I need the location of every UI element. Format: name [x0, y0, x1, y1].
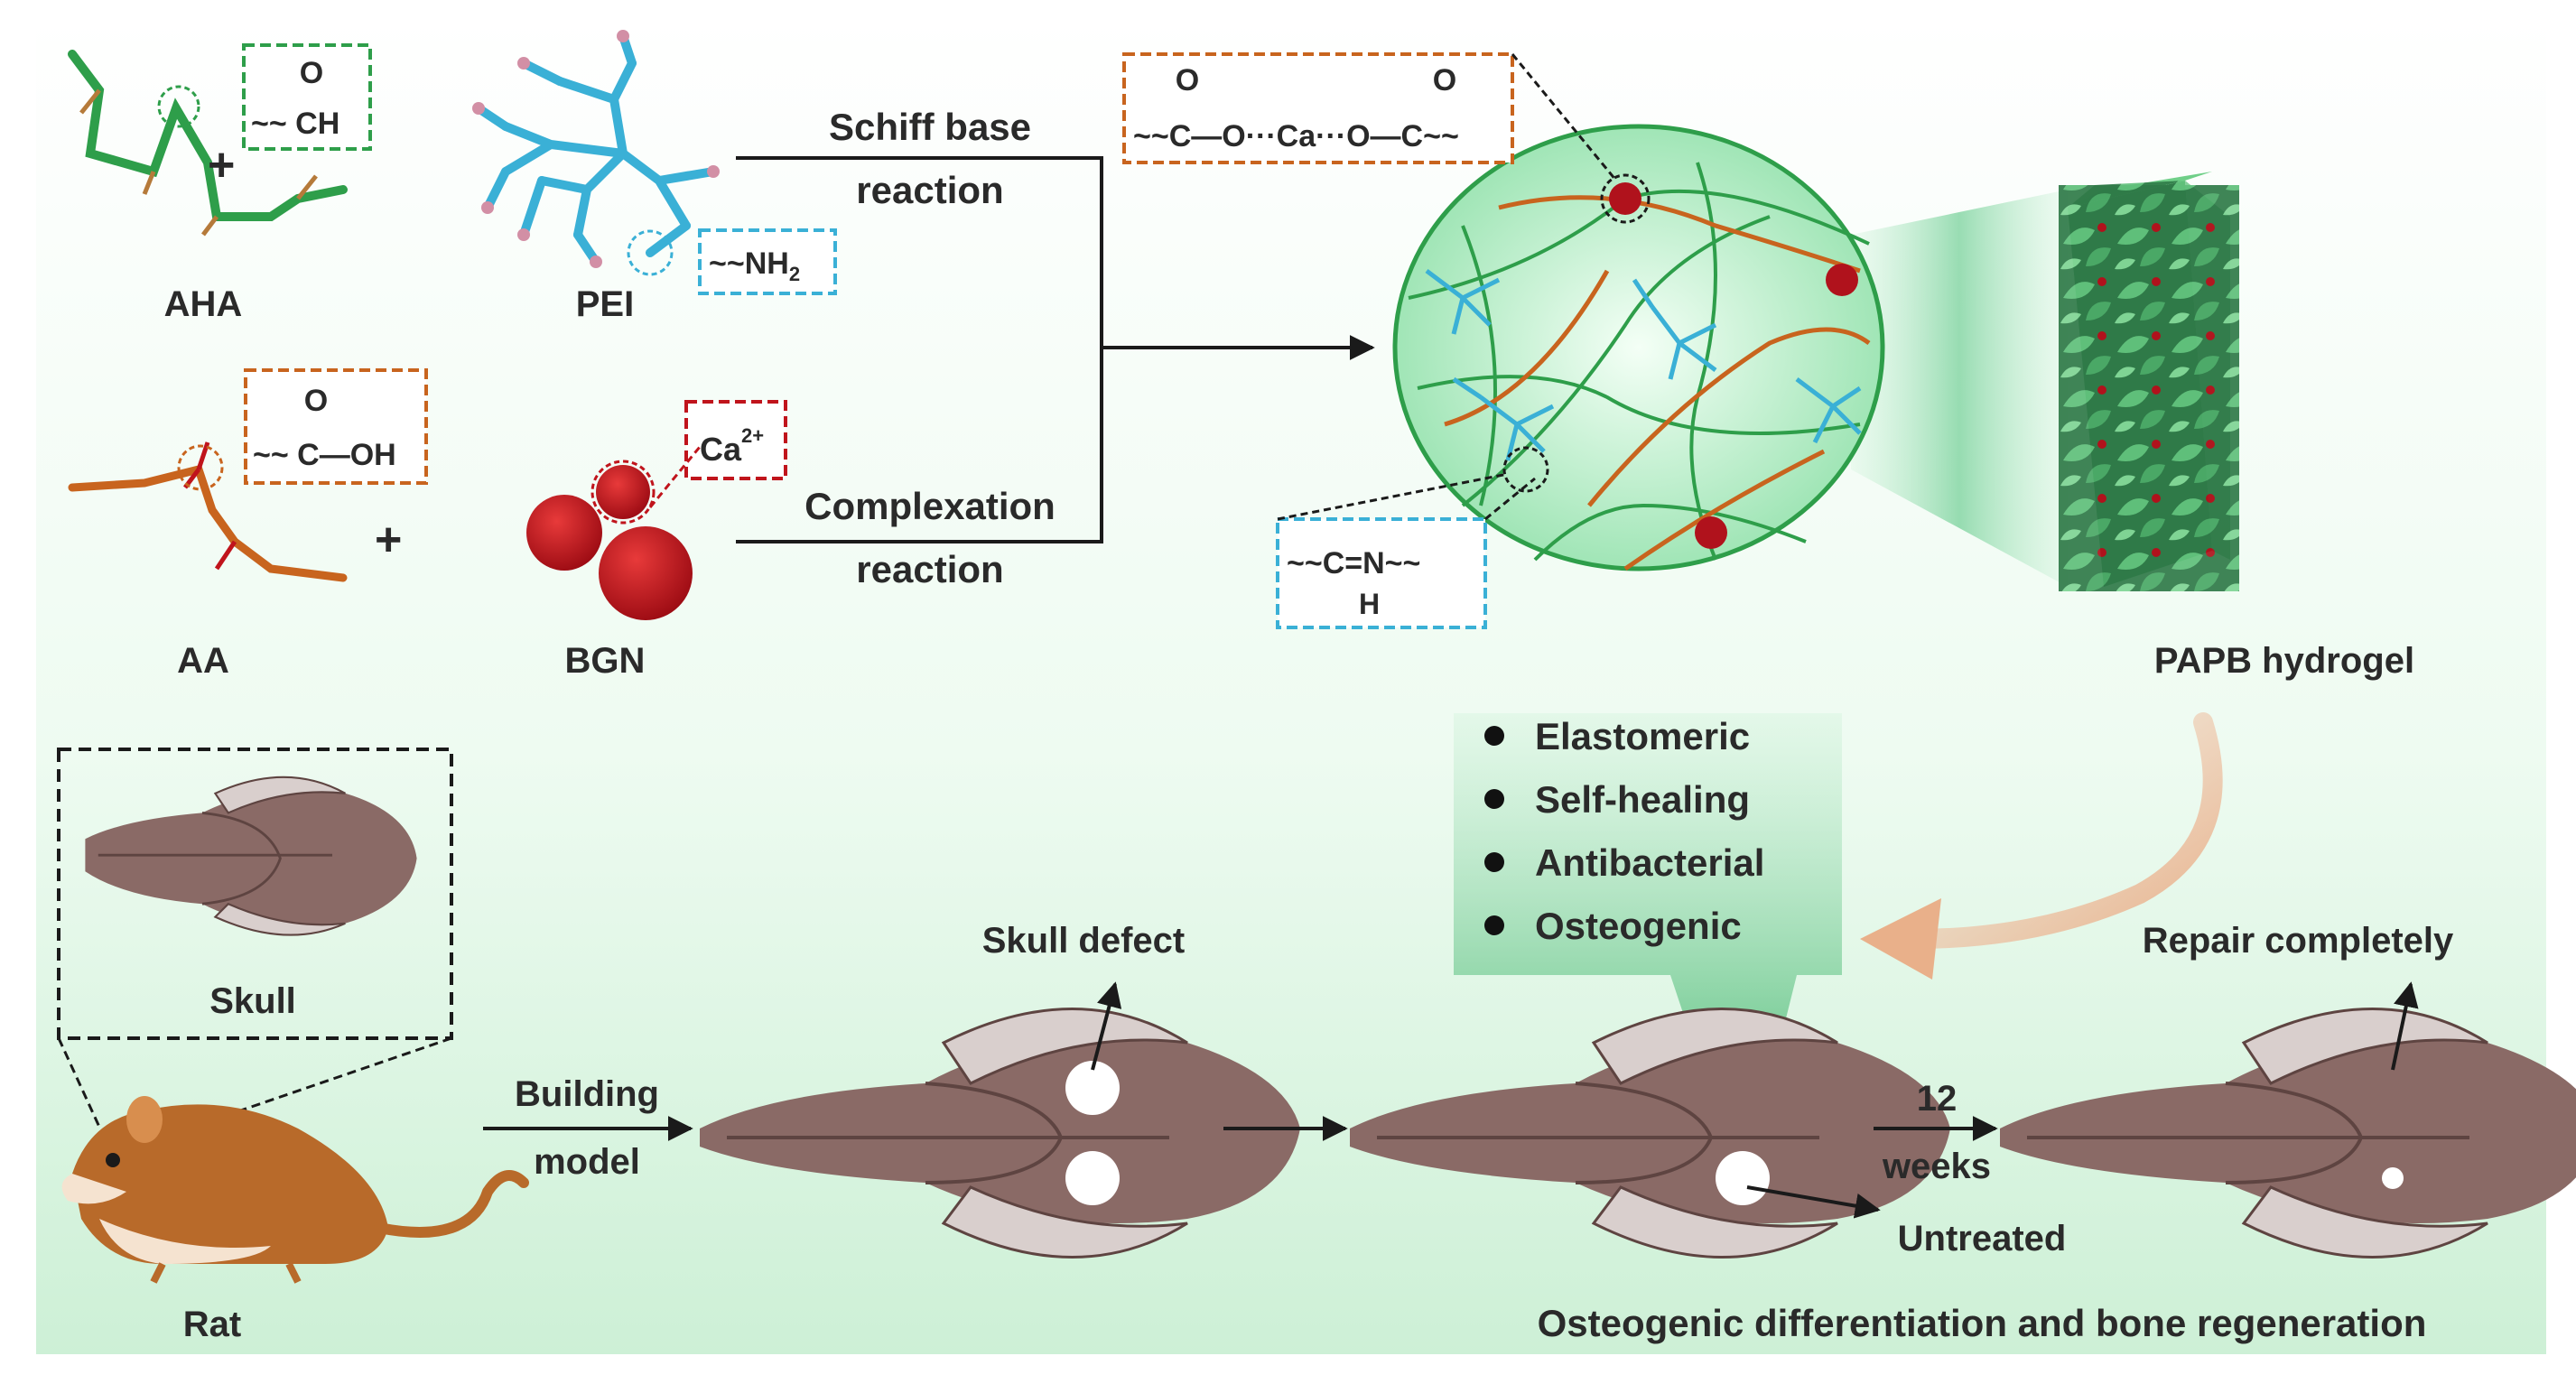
imine-pointer [1277, 472, 1536, 521]
repair-pointer [2391, 981, 2419, 1071]
complex-oxygen-2: O [1433, 63, 1456, 98]
rat-icon [61, 1096, 529, 1284]
pei-amine-ends [472, 30, 720, 268]
bgn-label: BGN [565, 641, 646, 681]
aha-polymer-icon [68, 50, 348, 237]
curved-arrow-head [1860, 898, 1941, 980]
complexation-reaction-label: reaction [856, 548, 1003, 590]
imine-hydrogen: H [1359, 588, 1380, 620]
calcium-ion: Ca2+ [700, 424, 764, 468]
aldehyde-group: ~~ CH [251, 107, 339, 141]
complex-oxygen-1: O [1176, 63, 1199, 98]
plus-sign-1: + [208, 139, 235, 191]
pei-label: PEI [576, 284, 634, 324]
hydrogel-label: PAPB hydrogel [2154, 641, 2414, 681]
pei-dendrimer-icon [474, 32, 718, 266]
skull-defect-icon [700, 1008, 1300, 1259]
carboxyl-group: ~~ C—OH [253, 438, 396, 472]
plus-sign-2: + [375, 514, 402, 566]
defect-pointer [1091, 981, 1122, 1071]
skull-inset-box [57, 748, 453, 1040]
regeneration-caption: Osteogenic differentiation and bone rege… [1538, 1302, 2427, 1344]
aldehyde-box [242, 43, 372, 151]
skull-defect-label: Skull defect [982, 921, 1186, 961]
calcium-pointer [648, 446, 702, 508]
model-label: model [534, 1142, 640, 1182]
carboxyl-box [244, 368, 428, 485]
repair-label: Repair completely [2143, 921, 2454, 961]
skull-label: Skull [209, 981, 296, 1021]
complexation-label: Complexation [804, 485, 1056, 527]
rat-label: Rat [183, 1305, 241, 1344]
schiff-base-label: Schiff base [829, 106, 1031, 148]
ca-complex-box [1122, 52, 1514, 164]
skull-repaired-icon [2000, 1008, 2576, 1259]
curved-arrow [1904, 712, 2223, 949]
aldehyde-oxygen: O [300, 56, 323, 90]
skull-treated-icon [1350, 1008, 1950, 1259]
property-item: Antibacterial [1535, 841, 1764, 884]
untreated-pointer [1746, 1185, 1881, 1219]
untreated-label: Untreated [1898, 1219, 2067, 1259]
schiff-reaction-label: reaction [856, 169, 1003, 211]
property-item: Elastomeric [1535, 715, 1750, 757]
amine-box [698, 228, 837, 295]
property-list: Elastomeric Self-healing Antibacterial O… [1484, 715, 1764, 947]
property-beam [1454, 713, 1842, 1083]
weeks-number-label: 12 [1917, 1079, 1958, 1119]
carboxyl-oxygen: O [304, 384, 328, 418]
calcium-box [684, 400, 787, 480]
amine-group: ~~NH2 [709, 246, 800, 285]
building-label: Building [515, 1074, 659, 1114]
hydrogel-network-detail [1392, 124, 1885, 571]
property-item: Self-healing [1535, 778, 1750, 821]
weeks-label: weeks [1882, 1147, 1991, 1186]
imine-box [1276, 517, 1487, 629]
aa-label: AA [177, 641, 229, 681]
zoom-cone [1851, 190, 2068, 587]
property-item: Osteogenic [1535, 905, 1742, 947]
aa-polymer-icon [68, 441, 348, 582]
ca-complex-group: ~~C—O···Ca···O—C~~ [1133, 119, 1459, 153]
imine-group: ~~C=N~~ [1287, 546, 1420, 581]
reaction-connectors [736, 156, 1375, 543]
skull-inset-icon [85, 776, 417, 936]
bgn-nanoparticles-icon [526, 460, 693, 620]
aha-label: AHA [164, 284, 243, 324]
pei-highlight-circle [627, 229, 674, 276]
hydrogel-cube-icon [2059, 172, 2239, 591]
complex-pointer [1511, 53, 1618, 181]
